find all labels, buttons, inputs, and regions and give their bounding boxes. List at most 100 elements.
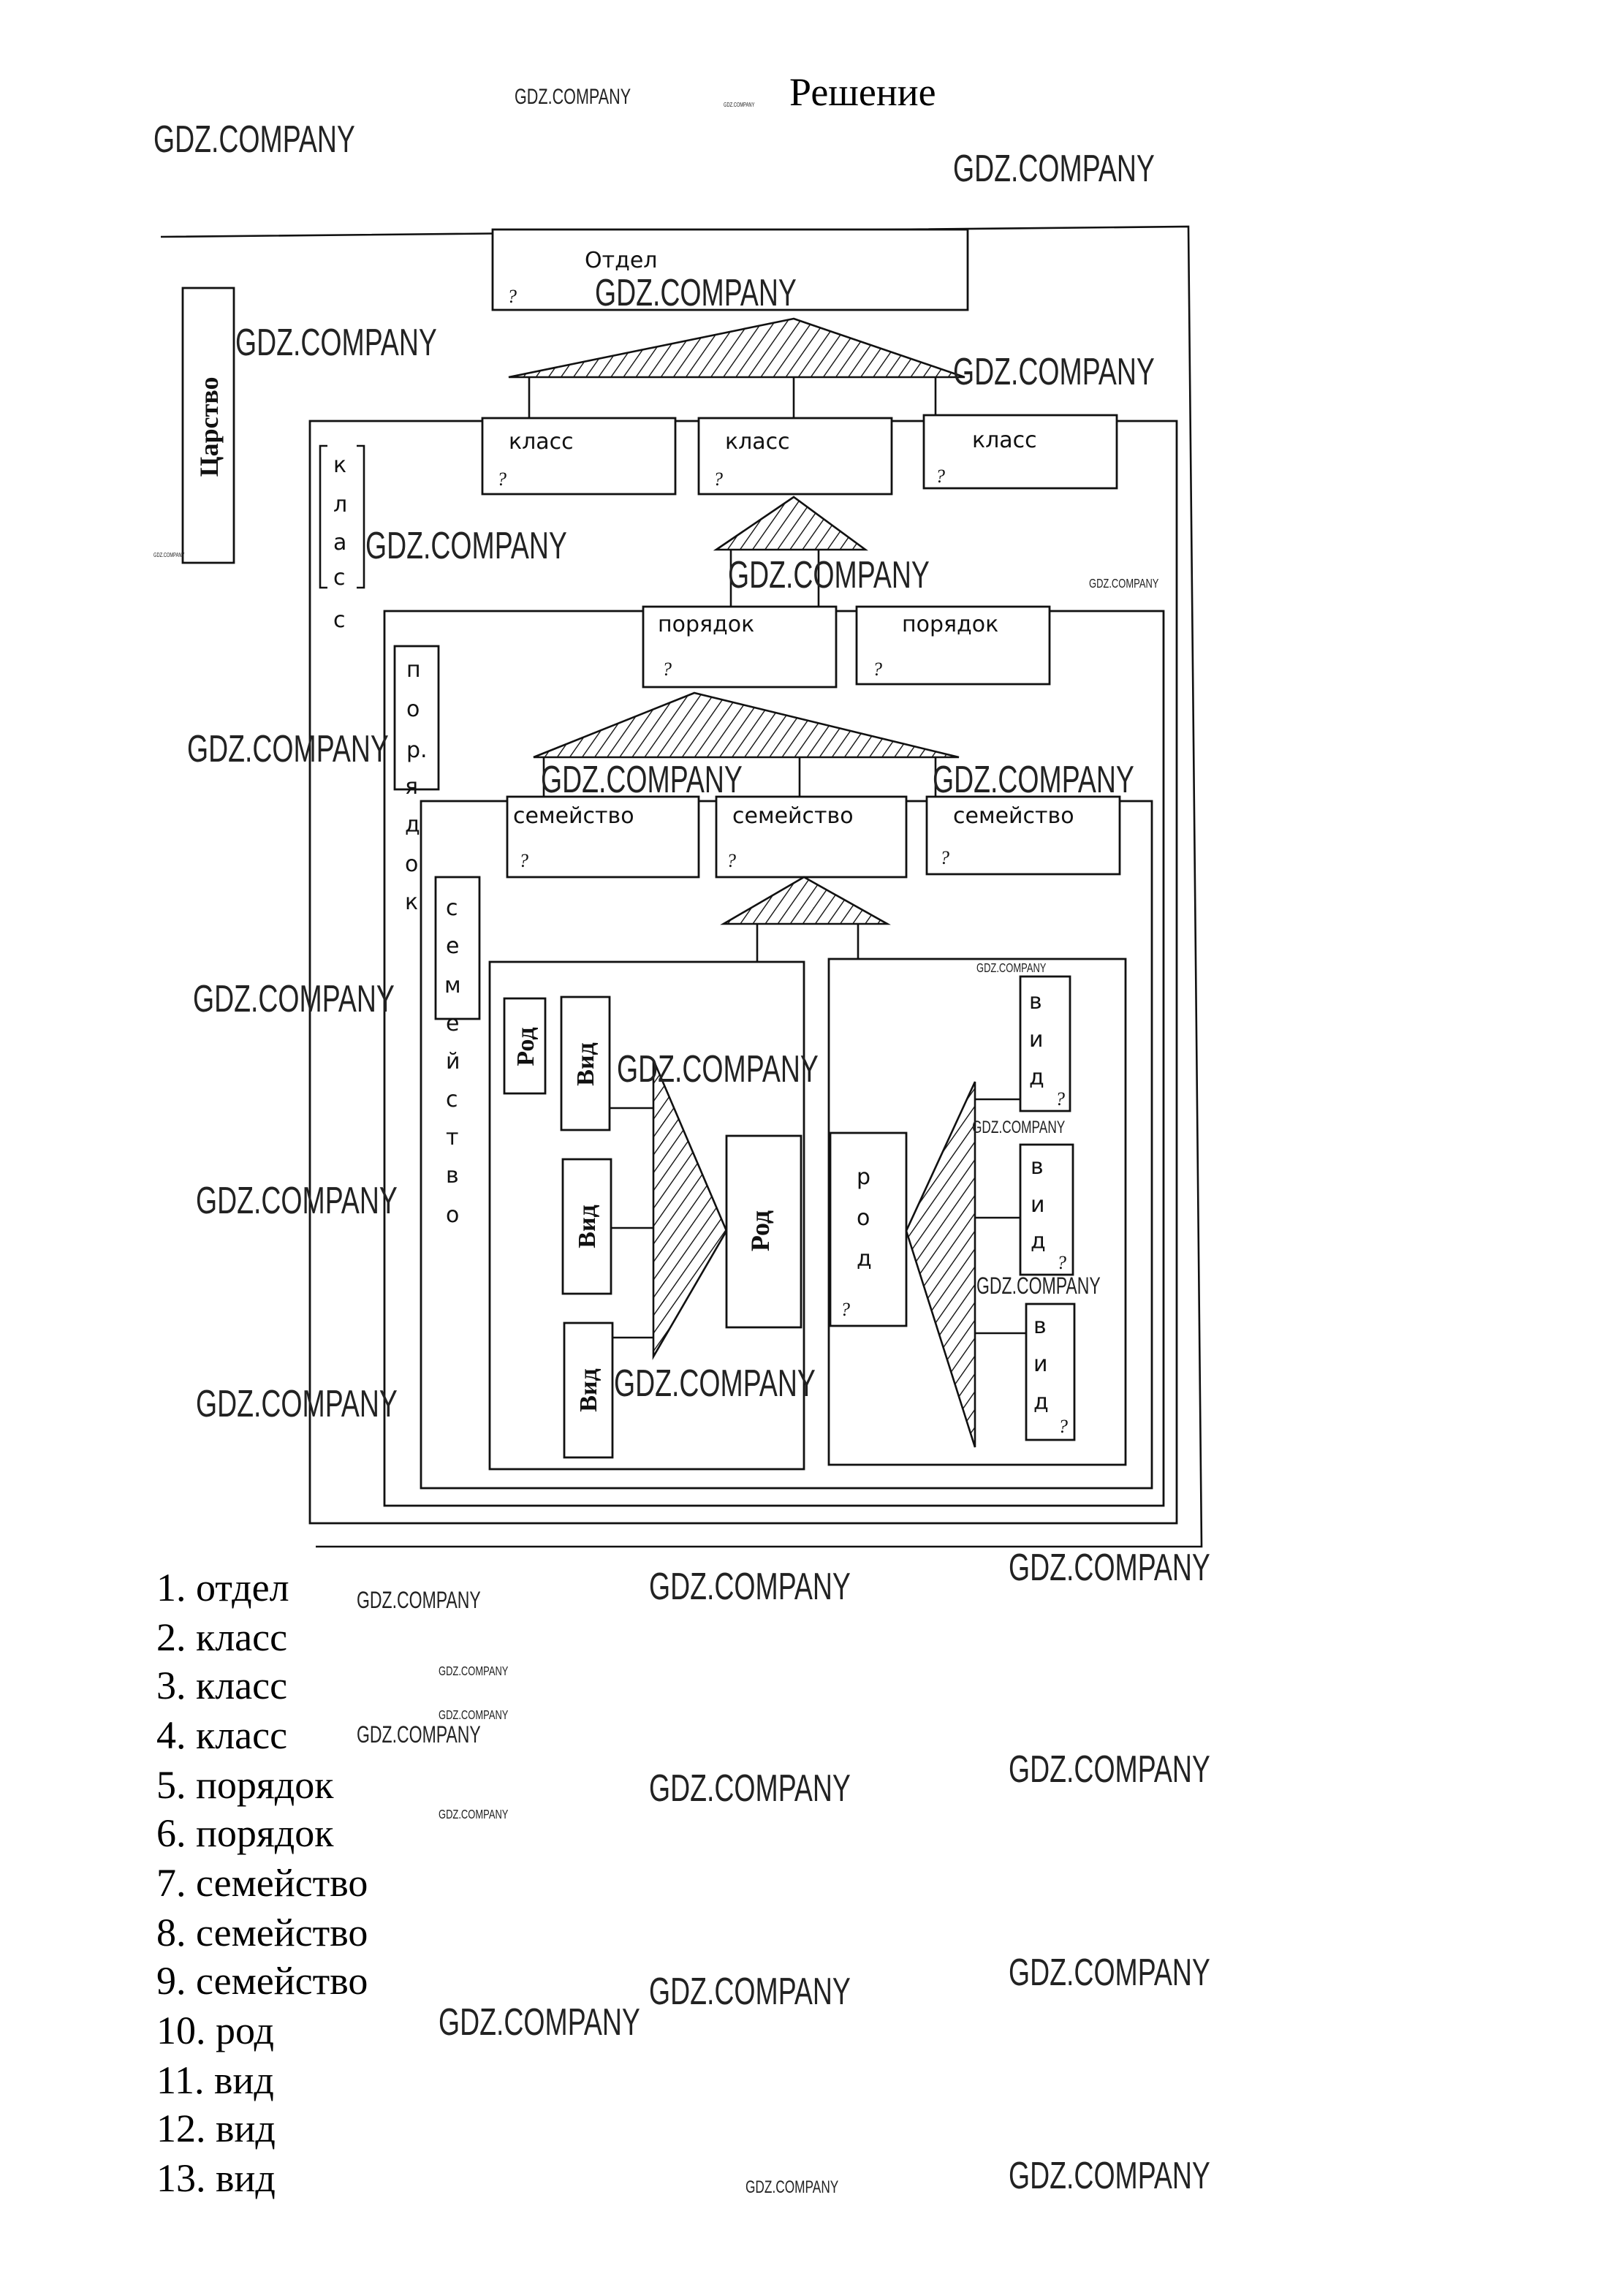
watermark: GDZ.COMPANY [953, 350, 1155, 393]
letter: в [1029, 989, 1042, 1015]
hierarchy-triangle [905, 1081, 976, 1448]
watermark: GDZ.COMPANY [976, 961, 1047, 976]
list-item: 10. род [156, 2009, 274, 2052]
watermark: GDZ.COMPANY [1089, 577, 1159, 591]
letter: е [446, 1011, 459, 1036]
list-item: 9. семейство [156, 1959, 368, 2003]
species-box: в и д ? [1019, 1143, 1074, 1276]
class-label: класс [725, 429, 790, 455]
list-item: 11. вид [156, 2058, 274, 2102]
question-mark: ? [713, 469, 723, 490]
letter: о [446, 1202, 459, 1228]
letter: я [405, 774, 418, 800]
letter: д [1029, 1065, 1044, 1091]
list-item: 4. класс [156, 1713, 287, 1757]
order-box: порядок ? [642, 605, 838, 689]
watermark: GDZ.COMPANY [153, 118, 355, 161]
kingdom-box: Царство [181, 287, 235, 564]
class-label: класс [972, 428, 1037, 453]
class-box: класс ? [481, 417, 677, 496]
order-label: порядок [902, 612, 998, 637]
letter: л [333, 492, 347, 517]
list-item: 2. класс [156, 1615, 287, 1659]
watermark: GDZ.COMPANY [193, 977, 395, 1020]
species-box: Вид [560, 996, 611, 1131]
letter: д [405, 812, 420, 838]
letter: к [405, 890, 418, 915]
watermark: GDZ.COMPANY [933, 758, 1134, 801]
letter: с [333, 607, 346, 633]
question-mark: ? [662, 659, 672, 680]
letter: и [1031, 1192, 1045, 1218]
letter: д [1033, 1389, 1049, 1415]
species-label: Вид [572, 1042, 599, 1085]
letter: с [333, 565, 346, 591]
letter: к [333, 452, 346, 478]
watermark: GDZ.COMPANY [439, 1664, 509, 1679]
watermark: GDZ.COMPANY [196, 1382, 398, 1425]
letter: р [857, 1164, 870, 1190]
family-label: семейство [953, 803, 1074, 829]
hierarchy-triangle [533, 691, 960, 759]
order-label: порядок [658, 612, 754, 637]
class-box: класс ? [922, 414, 1118, 490]
letter: о [406, 697, 420, 722]
list-item: 8. семейство [156, 1911, 368, 1954]
question-mark: ? [1058, 1416, 1068, 1437]
species-box: в и д ? [1019, 975, 1071, 1112]
species-box: Вид [563, 1321, 614, 1459]
watermark: GDZ.COMPANY [614, 1362, 816, 1405]
family-vertical-box [434, 876, 481, 1020]
question-mark: ? [1055, 1088, 1065, 1110]
watermark: GDZ.COMPANY [357, 1721, 481, 1748]
question-mark: ? [936, 466, 945, 487]
watermark: GDZ.COMPANY [617, 1047, 819, 1091]
list-item: 3. класс [156, 1664, 287, 1707]
watermark: GDZ.COMPANY [649, 1970, 851, 2013]
letter: р. [406, 737, 428, 763]
watermark: GDZ.COMPANY [196, 1179, 398, 1222]
class-label: класс [509, 429, 574, 455]
question-mark: ? [519, 850, 528, 871]
family-label: семейство [732, 803, 854, 829]
question-mark: ? [507, 286, 517, 307]
genus-label: Род [512, 1027, 539, 1066]
division-box: Отдел ? [491, 228, 969, 311]
list-item: 13. вид [156, 2156, 276, 2200]
species-box: в и д ? [1025, 1302, 1076, 1441]
watermark: GDZ.COMPANY [515, 83, 631, 108]
order-vertical-box [393, 645, 440, 791]
letter: в [1031, 1154, 1044, 1180]
genus-box: Род [725, 1134, 802, 1329]
question-mark: ? [841, 1299, 850, 1320]
question-mark: ? [726, 850, 736, 871]
watermark: GDZ.COMPANY [595, 271, 797, 314]
watermark: GDZ.COMPANY [1009, 1748, 1210, 1791]
class-vertical-label: к л а с с [333, 452, 347, 633]
connector-lines [756, 924, 860, 962]
connector-lines [975, 1098, 1026, 1335]
division-label: Отдел [585, 248, 657, 273]
family-box: семейство ? [506, 795, 700, 879]
species-label: Вид [575, 1368, 602, 1411]
order-box: порядок ? [855, 605, 1051, 686]
hierarchy-triangle [652, 1059, 728, 1360]
letter: о [857, 1205, 870, 1231]
watermark: GDZ.COMPANY [235, 321, 437, 364]
list-item: 1. отдел [156, 1566, 289, 1609]
list-item: 5. порядок [156, 1763, 334, 1807]
letter: и [1029, 1027, 1044, 1053]
class-box: класс ? [697, 417, 893, 496]
watermark: GDZ.COMPANY [439, 1808, 509, 1822]
watermark: GDZ.COMPANY [187, 727, 389, 770]
letter: м [444, 973, 461, 998]
watermark: GDZ.COMPANY [153, 553, 185, 558]
watermark: GDZ.COMPANY [728, 553, 930, 596]
watermark: GDZ.COMPANY [1009, 2154, 1210, 2197]
question-mark: ? [940, 847, 949, 868]
genus-label: Род [745, 1210, 775, 1251]
kingdom-label: Царство [194, 377, 224, 477]
species-label: Вид [574, 1205, 601, 1248]
connector-lines [528, 377, 937, 421]
